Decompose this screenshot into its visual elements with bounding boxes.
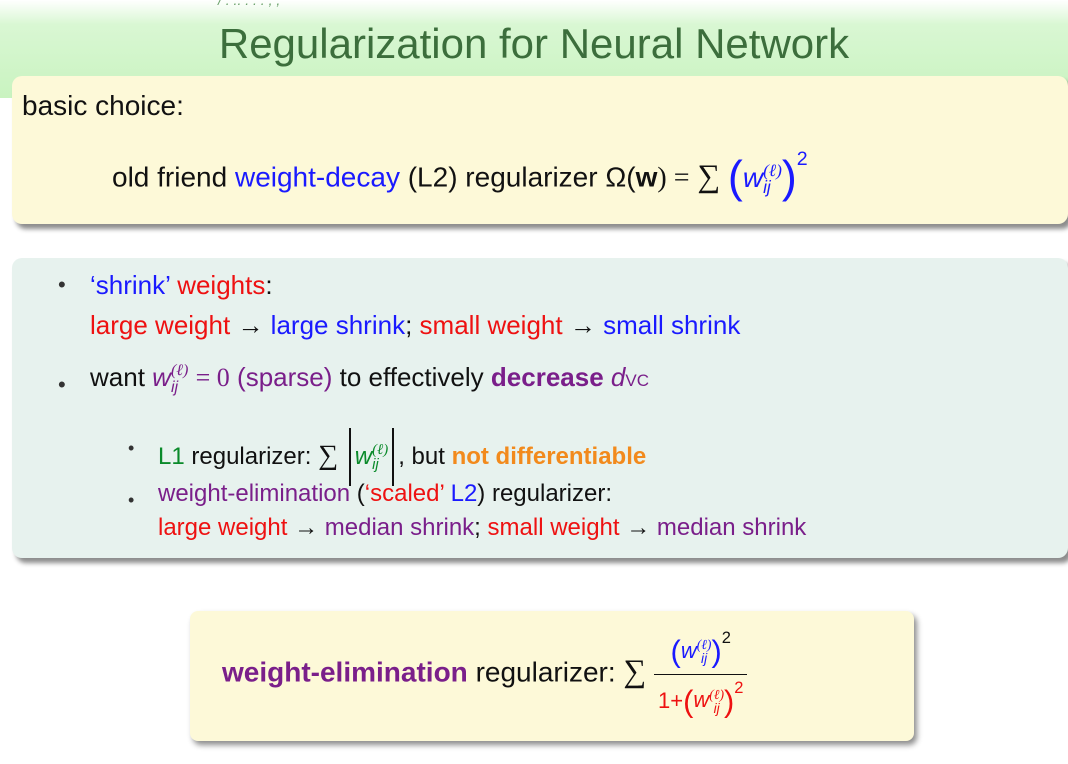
fraction: (w(ℓ)ij)2 1+(w(ℓ)ij)2 bbox=[654, 629, 748, 719]
equals-sign: ) = bbox=[657, 162, 690, 194]
omega-symbol: Ω( bbox=[605, 161, 636, 193]
bullet-shrink-weights: ‘shrink’ weights: bbox=[90, 270, 273, 300]
weight-decay-term: weight-decay bbox=[234, 161, 400, 193]
median-shrink-comparison: large weight → median shrink; small weig… bbox=[158, 514, 807, 541]
w-bold: w bbox=[635, 161, 658, 193]
slide-title: Regularization for Neural Network bbox=[218, 20, 850, 67]
bullet-want-sparse: want w(ℓ)ij = 0 (sparse) to effectively … bbox=[90, 362, 649, 397]
sub-bullet-l1: L1 regularizer: ∑ w(ℓ)ij, but not differ… bbox=[158, 428, 646, 486]
top-fragment: / . .. . . . , , bbox=[218, 0, 281, 8]
shrink-comparison: large weight → large shrink; small weigh… bbox=[90, 310, 741, 340]
sum-symbol: ∑ bbox=[697, 157, 721, 194]
l2-regularizer-text: (L2) regularizer bbox=[407, 161, 598, 193]
basic-choice-box: basic choice: old friend weight-decay (L… bbox=[12, 76, 1068, 224]
old-friend-text: old friend bbox=[112, 161, 228, 193]
sub-bullet-weight-elimination: weight-elimination (‘scaled’ L2) regular… bbox=[158, 480, 613, 507]
weight-elimination-formula-box: weight-elimination regularizer: ∑ (w(ℓ)i… bbox=[190, 611, 914, 741]
w-ij-ell: w(ℓ)ij bbox=[742, 160, 782, 198]
square-exponent: 2 bbox=[796, 148, 808, 170]
weight-decay-formula: old friend weight-decay (L2) regularizer… bbox=[112, 148, 808, 202]
shrink-weights-box: • ‘shrink’ weights: large weight → large… bbox=[12, 258, 1068, 558]
basic-choice-heading: basic choice: bbox=[22, 90, 184, 121]
weight-elimination-formula: weight-elimination regularizer: ∑ (w(ℓ)i… bbox=[222, 629, 748, 719]
